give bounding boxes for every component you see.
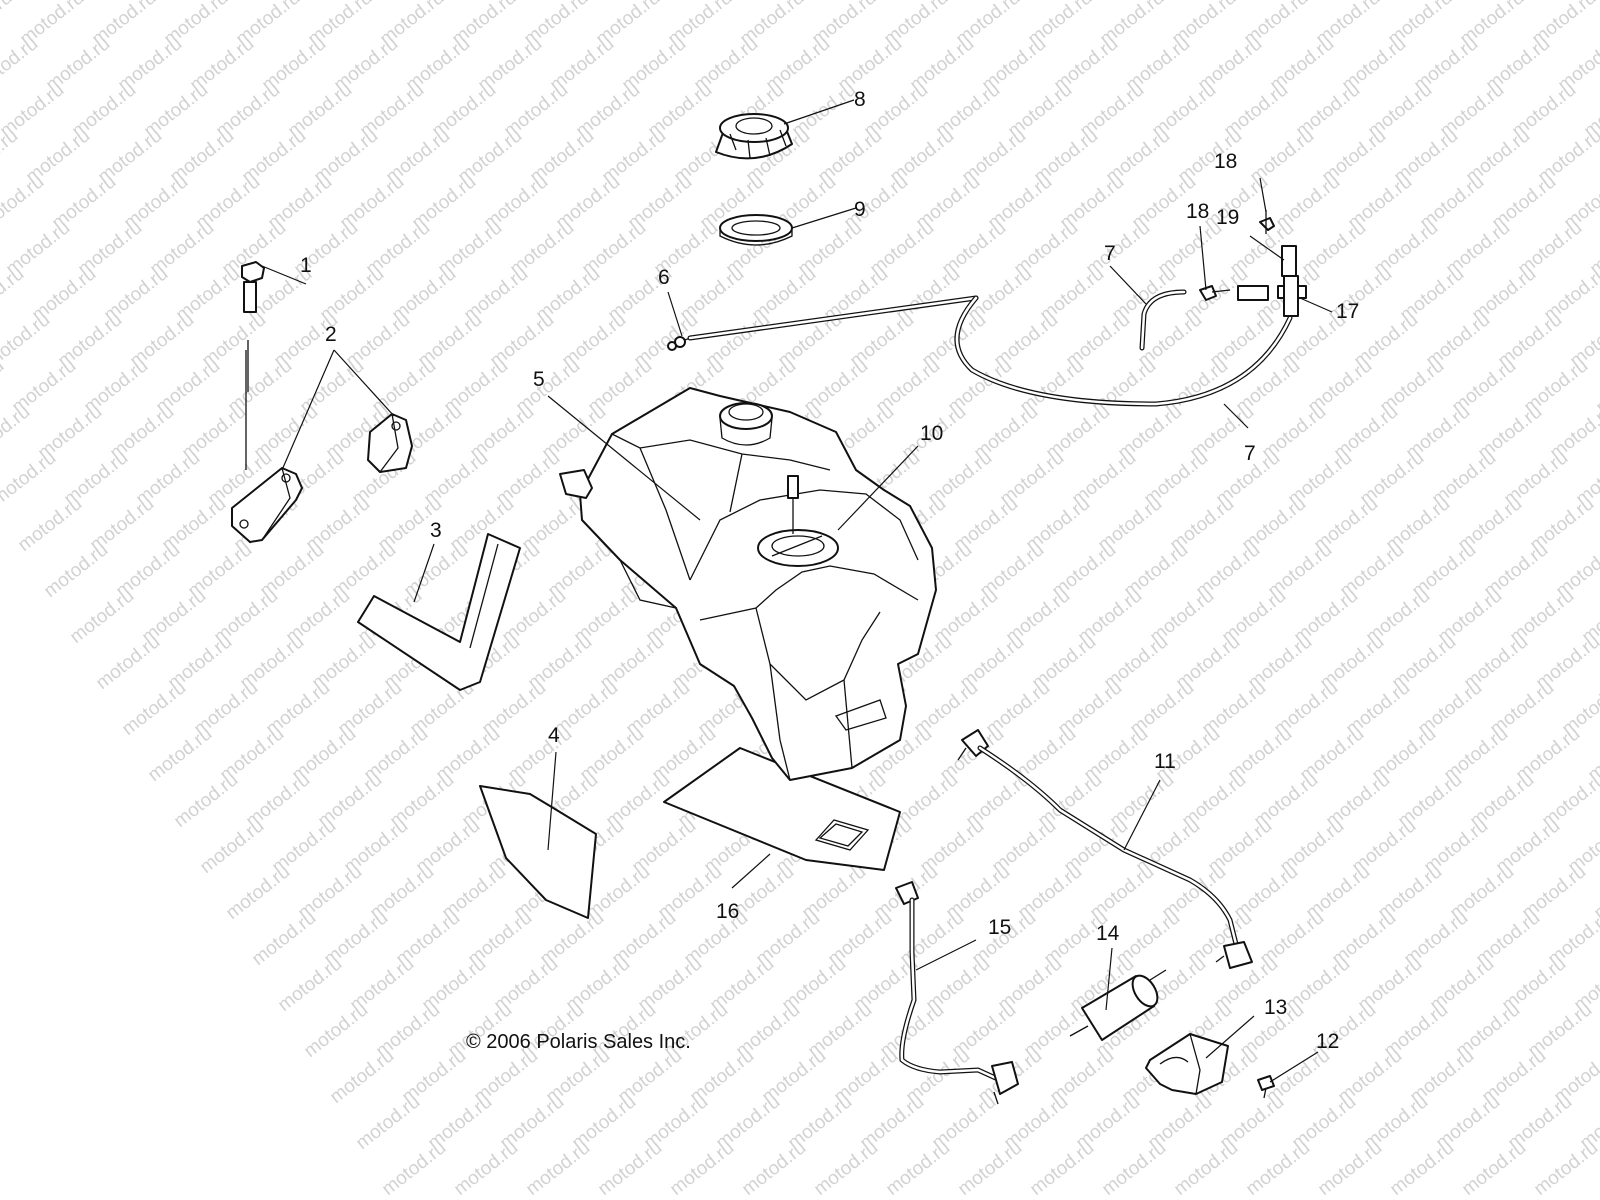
watermark-text: motod.ru [522,1137,594,1200]
watermark-text: motod.ru [248,907,320,970]
callout-4: 4 [548,724,560,747]
watermark-text: motod.ru [1170,1137,1242,1200]
callout-7a: 7 [1104,242,1116,265]
watermark-text: motod.ru [0,447,60,510]
watermark-text: motod.ru [810,1137,882,1200]
callout-11: 11 [1154,750,1176,773]
watermark-text: motod.ru [14,493,86,556]
watermark-text: motod.ru [1098,1137,1170,1200]
watermark-text: motod.ru [144,723,216,786]
watermark-text: motod.ru [954,1137,1026,1200]
watermark-text: motod.ru [1314,1137,1386,1200]
part-gasket[interactable] [719,214,793,246]
watermark-text: motod.ru [66,585,138,648]
watermark-text: motod.ru [1386,1137,1458,1200]
watermark-text: motod.ru [170,769,242,832]
watermark-text: motod.ru [594,1137,666,1200]
watermark-text: motod.ru [1574,0,1600,4]
callout-6: 6 [658,266,670,289]
watermark-text: motod.ru [1458,1137,1530,1200]
watermark-text: motod.ru [0,0,16,50]
watermark-text: motod.ru [378,1137,450,1200]
callout-15: 15 [988,916,1011,939]
callout-7b: 7 [1244,442,1256,465]
watermark-text: motod.ru [0,171,48,234]
watermark-text: motod.ru [738,1137,810,1200]
watermark-text: motod.ru [450,1137,522,1200]
watermark-text: motod.ru [196,815,268,878]
callout-18a: 18 [1186,200,1209,223]
watermark-text: motod.ru [0,217,2,280]
callout-8: 8 [854,88,866,111]
watermark-text: motod.ru [1026,1137,1098,1200]
callout-9: 9 [854,198,866,221]
watermark-text: motod.ru [40,539,112,602]
watermark-text: motod.ru [352,1091,424,1154]
watermark-text: motod.ru [326,1045,398,1108]
callout-16: 16 [716,900,739,923]
callout-17: 17 [1336,300,1359,323]
watermark-text: motod.ru [1530,1137,1600,1200]
watermark-text: motod.ru [666,1137,738,1200]
watermark-text: motod.ru [1242,1137,1314,1200]
callout-5: 5 [533,368,545,391]
callout-1: 1 [300,254,312,277]
callout-10: 10 [920,422,943,445]
callout-12: 12 [1316,1030,1339,1053]
callout-13: 13 [1264,996,1287,1019]
watermark-text: motod.ru [0,125,22,188]
callout-3: 3 [430,519,442,542]
callout-18b: 18 [1214,150,1237,173]
watermark-text: motod.ru [274,953,346,1016]
watermark-text: motod.ru [92,631,164,694]
watermark-text: motod.ru [0,309,54,372]
callout-2: 2 [325,323,337,346]
watermark-text: motod.ru [882,1137,954,1200]
callout-19: 19 [1216,206,1239,229]
copyright-notice: © 2006 Polaris Sales Inc. [466,1031,691,1053]
watermark-text: motod.ru [300,999,372,1062]
callout-14: 14 [1096,922,1120,945]
watermark-text: motod.ru [118,677,190,740]
watermark-text: motod.ru [222,861,294,924]
watermark-text: motod.ru [0,33,42,96]
